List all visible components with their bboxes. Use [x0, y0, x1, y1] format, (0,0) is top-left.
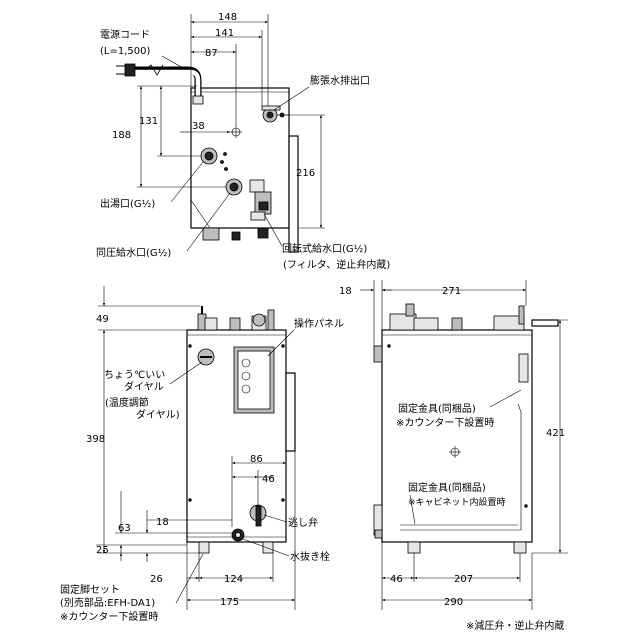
front-foot-right [262, 541, 274, 554]
side-foot-left [407, 541, 421, 554]
dim-87: 87 [205, 48, 218, 59]
cord-gland [130, 66, 202, 100]
dim-188: 188 [112, 130, 131, 141]
cord-length-label: (L=1,500) [100, 46, 150, 57]
front-view-bracket [285, 372, 296, 452]
rotary-inlet-note: (フィルタ、逆止弁内蔵) [283, 258, 390, 271]
relief-valve-label: 逃し弁 [288, 516, 318, 529]
dim-175: 175 [220, 597, 239, 608]
dim-18-front: 18 [156, 517, 169, 528]
dim-86: 86 [250, 454, 263, 465]
operation-panel [233, 346, 275, 414]
side-center-mark-icon [449, 446, 461, 458]
front-foot-left [198, 541, 210, 554]
dim-18-side: 18 [339, 286, 352, 297]
footer-note: ※減圧弁・逆止弁内蔵 [466, 619, 564, 632]
dim-148: 148 [218, 12, 237, 23]
panel-label: 操作パネル [294, 317, 344, 330]
dial-label-4: ダイヤル) [136, 408, 180, 421]
power-plug-icon [116, 63, 164, 77]
dim-46-side: 46 [390, 574, 403, 585]
bracket-label-2b: ※キャビネット内設置時 [408, 496, 506, 508]
dim-38: 38 [192, 121, 205, 132]
dim-207: 207 [454, 574, 473, 585]
dim-271: 271 [442, 286, 461, 297]
bracket-label-2a: 固定金具(同梱品) [408, 481, 486, 494]
hot-outlet-label: 出湯口(G½) [100, 197, 155, 210]
dim-25: 25 [96, 545, 109, 556]
side-view: 18 271 421 46 207 290 固定金具(同梱品) ※カウンター下設… [339, 280, 568, 632]
hot-outlet-icon [200, 147, 228, 171]
side-view-body [381, 329, 533, 543]
rotary-inlet-icon [249, 179, 272, 221]
expansion-outlet-icon [261, 105, 289, 123]
dim-46-front: 46 [262, 474, 275, 485]
feet-label-2: (別売部品:EFH-DA1) [60, 596, 155, 609]
dim-216: 216 [296, 168, 315, 179]
dim-26: 26 [150, 574, 163, 585]
bracket-label-1b: ※カウンター下設置時 [396, 416, 494, 429]
cord-label: 電源コード [100, 28, 150, 41]
expansion-outlet-label: 膨張水排出口 [310, 74, 370, 87]
drain-plug-icon [231, 528, 245, 542]
rotary-inlet-label: 回転式給水口(G½) [282, 242, 367, 255]
temperature-dial-icon [197, 348, 215, 366]
feet-label-1: 固定脚セット [60, 583, 120, 596]
same-pressure-inlet-icon [225, 178, 243, 196]
top-view-bracket [288, 135, 299, 253]
dim-124: 124 [224, 574, 243, 585]
bracket-label-1a: 固定金具(同梱品) [398, 402, 476, 415]
same-pressure-inlet-label: 同圧給水口(G½) [96, 246, 171, 259]
dim-131: 131 [139, 116, 158, 127]
dim-63: 63 [118, 523, 131, 534]
side-foot-right [513, 541, 527, 554]
feet-label-3: ※カウンター下設置時 [60, 610, 158, 623]
dim-290: 290 [444, 597, 463, 608]
drain-plug-label: 水抜き栓 [290, 550, 330, 563]
dial-label-3: (温度調節 [105, 396, 149, 409]
side-bracket-right [531, 319, 559, 327]
center-mark-icon [230, 126, 242, 138]
side-bracket-diagonal [400, 403, 522, 531]
dial-label-2: ダイヤル [124, 380, 164, 393]
dim-398: 398 [86, 434, 105, 445]
dim-141: 141 [215, 28, 234, 39]
dim-49: 49 [96, 314, 109, 325]
dim-421: 421 [546, 428, 565, 439]
dial-label-1: ちょう℃いい [104, 369, 165, 381]
top-view: 148 141 87 38 188 131 216 電源コード (L=1,500… [96, 12, 390, 271]
front-view: 49 398 63 25 18 86 46 26 124 175 操作パネ [60, 286, 344, 623]
